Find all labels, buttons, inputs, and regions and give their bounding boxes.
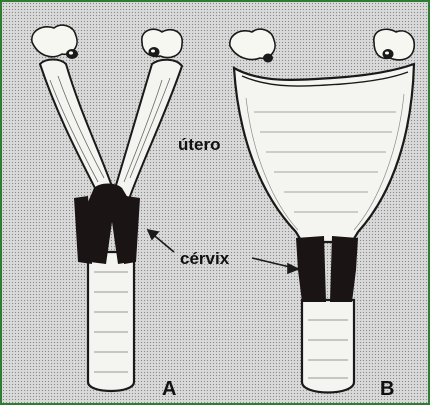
right-ovary-a xyxy=(142,29,182,57)
cervix-arrow-a xyxy=(148,230,174,252)
uterine-body-b xyxy=(234,64,414,242)
left-uterine-horn xyxy=(40,60,114,203)
cervix-arrow-b xyxy=(252,258,298,273)
right-ovary-b xyxy=(374,29,414,60)
uterus-label: útero xyxy=(178,135,221,154)
left-ovary-b xyxy=(230,29,275,62)
panel-a-label: A xyxy=(162,378,176,400)
cervix-label: cérvix xyxy=(180,249,230,268)
left-ovary-a xyxy=(32,25,78,59)
vagina-b xyxy=(302,300,354,393)
normal-uterus-panel-b xyxy=(230,29,414,392)
vagina-a xyxy=(88,252,134,391)
panel-b-label: B xyxy=(380,378,394,400)
bicornuate-uterus-panel-a xyxy=(32,25,182,391)
cervix-b xyxy=(296,236,358,302)
